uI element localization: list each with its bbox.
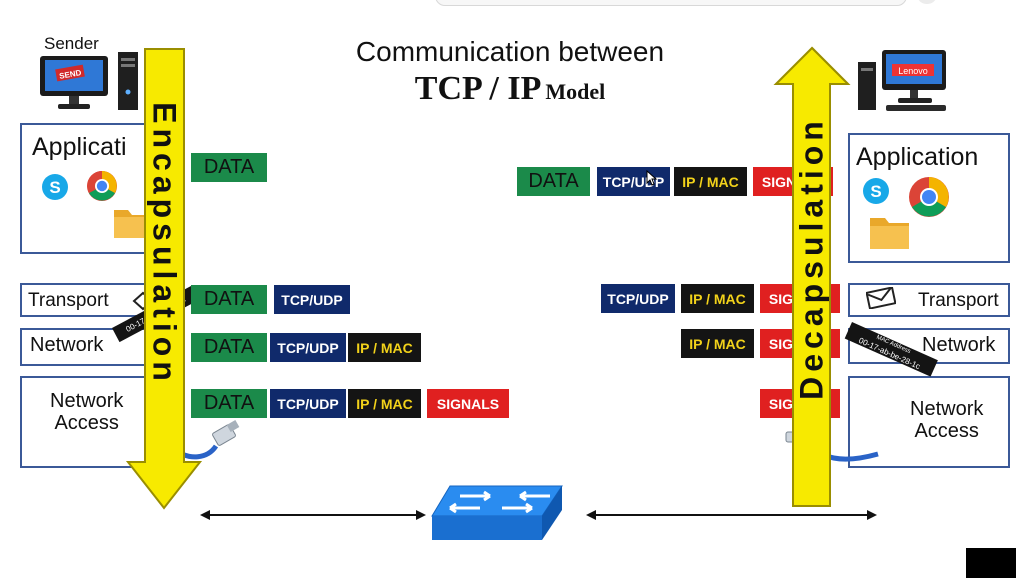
right-r3-ip: IP / MAC <box>681 329 754 358</box>
left-r4-tcp: TCP/UDP <box>270 389 346 418</box>
decapsulation-arrow-overlay <box>773 46 851 507</box>
left-r2-data: DATA <box>191 285 267 314</box>
svg-text:S: S <box>870 182 881 201</box>
left-r3-data: DATA <box>191 333 267 362</box>
left-r1-data: DATA <box>191 153 267 182</box>
folder-icon-right <box>870 218 909 249</box>
right-link-arrow <box>586 510 877 520</box>
right-na-line2: Access <box>914 420 979 442</box>
left-r2-tcp: TCP/UDP <box>274 285 350 314</box>
svg-text:S: S <box>49 178 60 197</box>
left-transport-label: Transport <box>28 290 109 311</box>
left-transport-layer: Transport <box>20 283 160 317</box>
right-r1-ip: IP / MAC <box>674 167 747 196</box>
encapsulation-label: Encapsulation <box>146 102 183 386</box>
left-network-label: Network <box>30 334 104 356</box>
left-link-arrow <box>200 510 426 520</box>
folder-icon <box>114 210 150 238</box>
browser-button[interactable] <box>918 0 936 4</box>
video-overlay-box <box>966 548 1016 578</box>
right-application-label: Application <box>856 143 979 171</box>
right-r2-tcp: TCP/UDP <box>601 284 675 313</box>
left-r4-ip: IP / MAC <box>348 389 421 418</box>
skype-icon: S <box>42 174 68 200</box>
encapsulation-arrow <box>125 48 203 510</box>
network-switch-icon <box>431 485 563 540</box>
left-r4-signals: SIGNALS <box>427 389 509 418</box>
send-screen-text: SEND <box>59 68 83 81</box>
right-r1-data: DATA <box>517 167 590 196</box>
browser-address-bar[interactable] <box>435 0 907 6</box>
mouse-cursor-icon <box>646 170 658 186</box>
desktop-computer-icon: SEND <box>40 52 138 110</box>
left-application-label: Applicati <box>32 133 127 161</box>
left-r4-data: DATA <box>191 389 267 418</box>
chrome-icon-right <box>909 177 949 217</box>
skype-icon-right: S <box>863 178 889 204</box>
receiver-computer-icon: Lenovo <box>858 50 946 111</box>
right-network-access-layer: Network Access <box>848 376 1010 468</box>
title-suffix: Model <box>545 79 606 104</box>
title-line-2: TCP / IP Model <box>300 70 720 108</box>
left-na-line1: Network <box>50 390 124 412</box>
right-network-access-label: Network Access <box>910 398 983 442</box>
right-network-label: Network <box>922 334 996 356</box>
chrome-icon <box>87 171 117 201</box>
left-r3-tcp: TCP/UDP <box>270 333 346 362</box>
right-na-line1: Network <box>910 398 984 420</box>
envelope-icon <box>866 287 896 309</box>
right-r1-tcp: TCP/UDP <box>597 167 670 196</box>
sender-label: Sender <box>44 34 99 53</box>
title-main: TCP / IP <box>414 70 542 107</box>
lenovo-brand-text: Lenovo <box>898 66 928 76</box>
title-line-1: Communication between <box>355 36 665 67</box>
right-transport-label: Transport <box>918 290 999 311</box>
left-network-access-label: Network Access <box>50 390 123 434</box>
left-r3-ip: IP / MAC <box>348 333 421 362</box>
right-r2-ip: IP / MAC <box>681 284 754 313</box>
left-na-line2: Access <box>54 412 119 434</box>
decapsulation-label-front: Decapsulation <box>793 116 830 400</box>
